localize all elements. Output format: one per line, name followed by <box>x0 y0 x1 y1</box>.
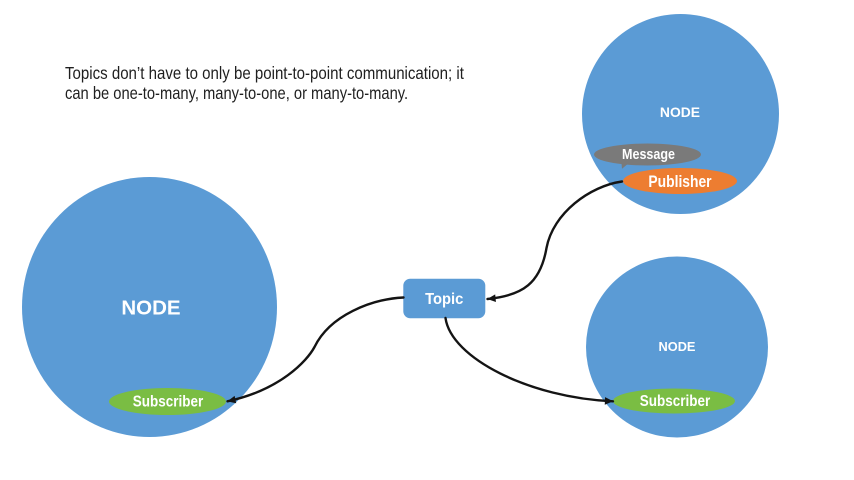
topic-box: Topic <box>403 278 486 319</box>
message-ellipse <box>594 143 701 166</box>
heading-line-2: can be one-to-many, many-to-one, or many… <box>65 84 408 104</box>
node-bottom-right-label: NODE <box>659 339 696 354</box>
subscriber-left-label: Subscriber <box>133 393 204 410</box>
arrow-topic-to-right-subscriber <box>444 316 615 405</box>
node-left-circle <box>22 177 277 437</box>
publisher-label: Publisher <box>648 173 711 192</box>
message-label: Message <box>622 145 675 162</box>
subscriber-right-label: Subscriber <box>640 393 711 410</box>
heading-text: Topics don’t have to only be point-to-po… <box>65 64 464 103</box>
node-bottom-right: NODE Subscriber <box>586 256 768 438</box>
publisher-badge: Publisher <box>623 168 737 194</box>
publisher-ellipse <box>623 168 737 194</box>
message-callout-tail <box>621 158 633 169</box>
subscriber-left-ellipse <box>109 388 226 415</box>
subscriber-right-badge: Subscriber <box>613 388 735 414</box>
arrows <box>226 180 624 405</box>
arrow-publisher-to-topic <box>486 180 624 302</box>
topic-label: Topic <box>425 290 464 308</box>
subscriber-left-badge: Subscriber <box>109 388 226 415</box>
node-top-right-label: NODE <box>660 104 700 120</box>
node-left-label: NODE <box>121 297 180 320</box>
arrow-topic-to-left-subscriber <box>226 296 405 404</box>
node-top-right: NODE Message Publisher <box>582 14 779 214</box>
message-badge: Message <box>594 143 701 169</box>
heading-line-1: Topics don’t have to only be point-to-po… <box>65 64 464 83</box>
topic-rect <box>403 278 486 319</box>
subscriber-right-ellipse <box>613 388 735 414</box>
node-left: NODE Subscriber <box>22 177 277 437</box>
